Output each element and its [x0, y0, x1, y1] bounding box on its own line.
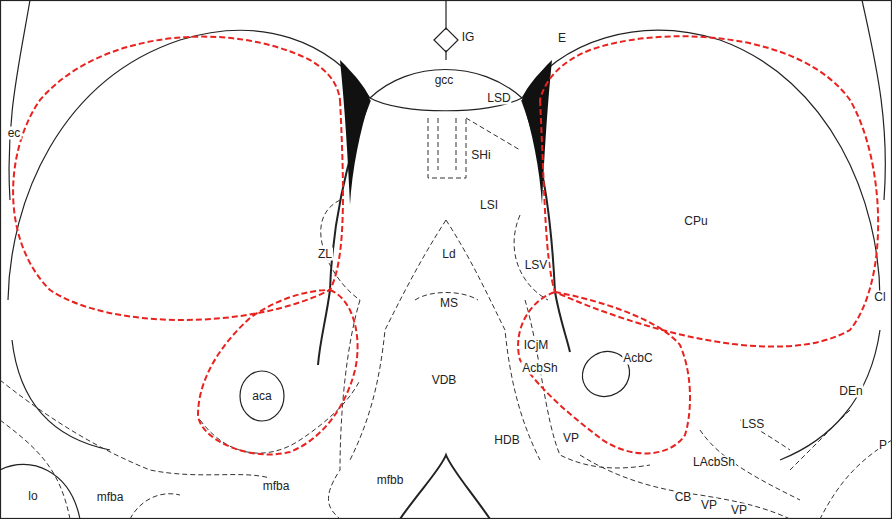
- region-label: Ld: [441, 248, 456, 261]
- external-capsule: [9, 0, 30, 200]
- region-label: AcbC: [622, 352, 653, 365]
- region-label: VP: [700, 499, 718, 512]
- region-label: LSD: [486, 92, 511, 105]
- acb-outline: [518, 292, 690, 453]
- region-label: gcc: [434, 74, 455, 87]
- region-label: mfba: [262, 480, 291, 493]
- region-label: mfbb: [376, 474, 405, 487]
- region-label: ZL: [317, 248, 333, 261]
- region-boundary: [350, 220, 446, 460]
- region-label: HDB: [493, 434, 520, 447]
- region-boundary: [514, 215, 548, 300]
- region-label: ICjM: [523, 339, 550, 352]
- region-label: lo: [27, 490, 38, 503]
- midline-base: [400, 455, 490, 519]
- region-label: MS: [439, 297, 459, 310]
- region-label: ec: [7, 127, 22, 140]
- corpus-callosum: [8, 30, 880, 300]
- region-label: E: [557, 32, 567, 45]
- region-label: LSS: [741, 418, 766, 431]
- region-label: LAcbSh: [692, 456, 736, 469]
- section-edge: [780, 330, 880, 460]
- anterior-commissure: [240, 371, 284, 421]
- region-label: mfba: [96, 491, 125, 504]
- section-edge: [12, 340, 110, 450]
- region-label: LSI: [479, 199, 499, 212]
- region-label: P: [878, 439, 888, 452]
- region-label: VP: [730, 503, 748, 516]
- region-boundary: [0, 380, 270, 478]
- region-boundary: [525, 300, 650, 468]
- ig-symbol: [434, 28, 458, 52]
- region-boundary: [200, 380, 360, 453]
- region-boundary: [428, 118, 466, 178]
- region-label: VDB: [431, 374, 458, 387]
- region-label: CPu: [683, 215, 708, 228]
- region-boundary: [328, 300, 360, 519]
- external-capsule: [862, 0, 885, 200]
- region-boundary: [790, 410, 892, 519]
- region-label: aca: [251, 390, 272, 403]
- acb-outline: [198, 290, 358, 454]
- region-label: AcbSh: [521, 362, 558, 375]
- region-label: CB: [674, 491, 693, 504]
- cpu-outline: [13, 37, 343, 320]
- region-boundary: [0, 420, 180, 519]
- region-boundary: [466, 118, 520, 150]
- ventricle: [340, 60, 370, 205]
- ventricle-wall: [318, 100, 370, 365]
- region-label: DEn: [838, 385, 863, 398]
- region-label: LSV: [524, 259, 549, 272]
- region-boundary: [438, 118, 456, 170]
- region-label: VP: [562, 432, 580, 445]
- region-boundary: [580, 455, 790, 519]
- region-label: Cl: [873, 291, 886, 304]
- region-label: SHi: [470, 149, 491, 162]
- region-label: IG: [461, 31, 476, 44]
